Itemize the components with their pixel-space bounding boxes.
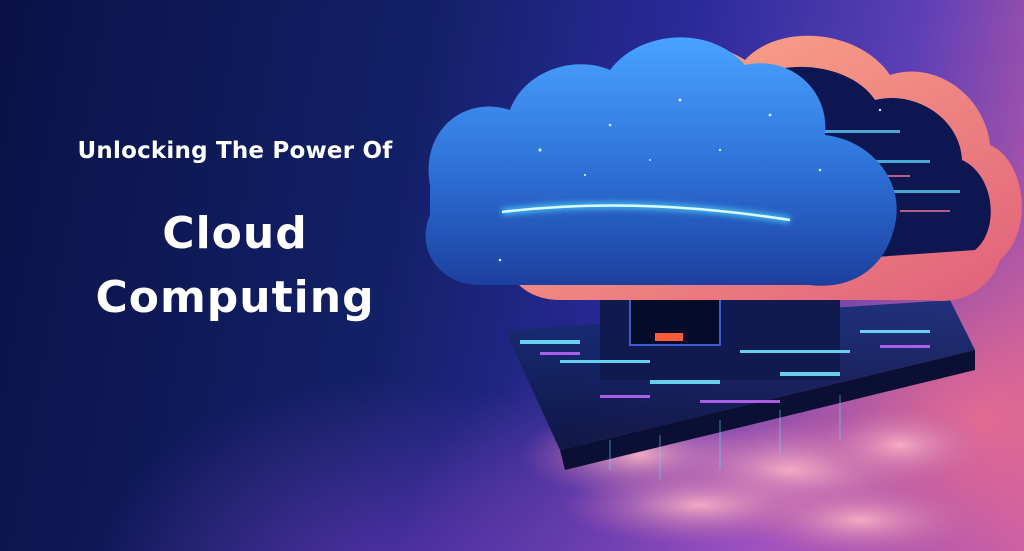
sparkles [498,98,882,262]
headline-title-line-1: Cloud [162,208,308,259]
background-clouds [520,405,990,551]
cloud-front [425,37,897,286]
neon-seam [501,204,791,222]
headline-title-line-2: Computing [95,272,375,323]
headline-kicker: Unlocking The Power Of [77,138,393,164]
